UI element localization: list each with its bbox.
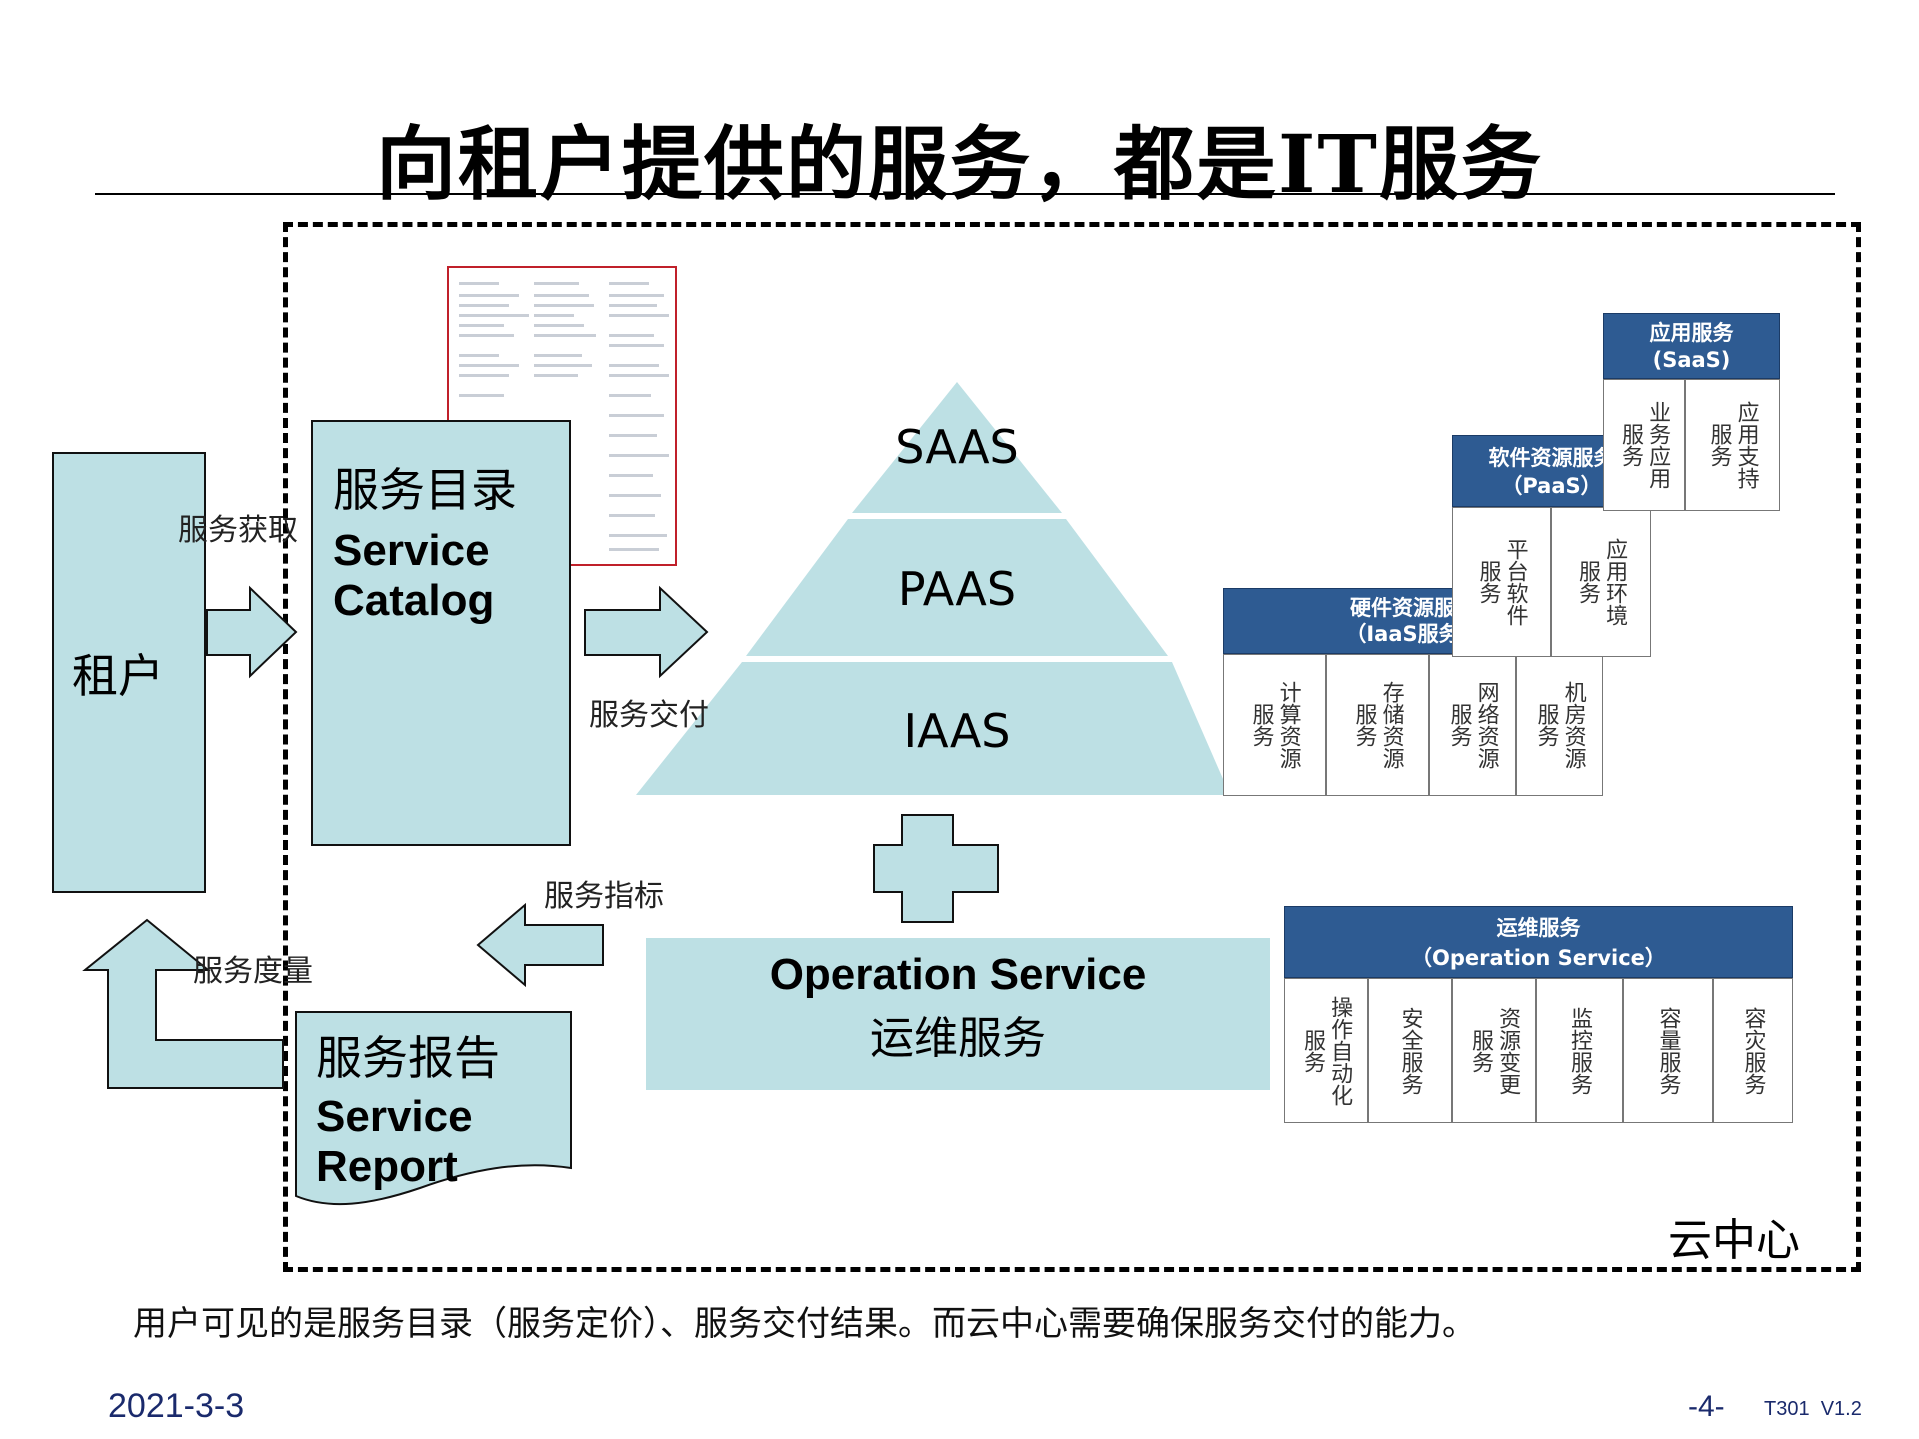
iaas-cell-network: 服务 网络资源 bbox=[1429, 654, 1516, 796]
ops-cell-security: 安全服务 bbox=[1368, 978, 1452, 1123]
ops-stack: 运维服务 （Operation Service） 服务 操作自动化 安全服务 服… bbox=[1284, 906, 1793, 1123]
report-title-en-1: Service bbox=[316, 1092, 473, 1141]
footer-page-number: -4- bbox=[1688, 1390, 1725, 1423]
paas-cell-app-env: 服务 应用环境 bbox=[1551, 507, 1651, 657]
delivery-arrow bbox=[584, 585, 709, 679]
cloud-center-label: 云中心 bbox=[1668, 1215, 1800, 1266]
ops-cell-resource-change: 服务 资源变更 bbox=[1452, 978, 1536, 1123]
catalog-title-en-2: Catalog bbox=[333, 576, 495, 625]
pyramid-tier-saas bbox=[852, 382, 1062, 513]
report-document-shape bbox=[295, 1011, 572, 1206]
iaas-cell-storage: 服务 存储资源 bbox=[1326, 654, 1429, 796]
plus-connector bbox=[873, 814, 999, 923]
footer-date: 2021-3-3 bbox=[108, 1387, 245, 1425]
cloud-center-boundary bbox=[283, 222, 1861, 1272]
slide-caption: 用户可见的是服务目录（服务定价）、服务交付结果。而云中心需要确保服务交付的能力。 bbox=[133, 1304, 1476, 1344]
iaas-cell-compute: 服务 计算资源 bbox=[1223, 654, 1326, 796]
operation-title-zh: 运维服务 bbox=[870, 1013, 1046, 1064]
pyramid-tier-paas bbox=[746, 519, 1168, 656]
iaas-cell-datacenter: 服务 机房资源 bbox=[1516, 654, 1603, 796]
operation-title-en: Operation Service bbox=[769, 950, 1147, 999]
catalog-title-en-1: Service bbox=[333, 526, 490, 575]
page-title: 向租户提供的服务，都是IT服务 bbox=[376, 117, 1543, 211]
saas-header-line2: (SaaS) bbox=[1652, 348, 1731, 372]
ops-cell-capacity: 容量服务 bbox=[1623, 978, 1713, 1123]
service-catalog-box: 服务目录 Service Catalog bbox=[311, 420, 571, 846]
title-divider bbox=[95, 193, 1835, 195]
saas-cell-business-app: 服务 业务应用 bbox=[1603, 379, 1685, 511]
paas-cells: 服务 平台软件 服务 应用环境 bbox=[1452, 507, 1651, 657]
paas-header-line2: （PaaS） bbox=[1501, 474, 1602, 498]
ops-header-line2: （Operation Service） bbox=[1411, 946, 1666, 970]
ops-header-line1: 运维服务 bbox=[1496, 916, 1581, 940]
ops-cell-monitoring: 监控服务 bbox=[1536, 978, 1623, 1123]
pyramid-tier-iaas bbox=[636, 662, 1230, 795]
ops-stack-header: 运维服务 （Operation Service） bbox=[1284, 906, 1793, 978]
catalog-title-zh: 服务目录 bbox=[333, 463, 517, 517]
footer-version: T301 V1.2 bbox=[1764, 1398, 1862, 1420]
saas-cell-app-support: 服务 应用支持 bbox=[1685, 379, 1780, 511]
metrics-arrow bbox=[476, 902, 604, 988]
saas-stack-header: 应用服务 (SaaS) bbox=[1603, 313, 1780, 379]
pyramid-label-paas: PAAS bbox=[897, 562, 1017, 616]
report-title-en-2: Report bbox=[316, 1142, 458, 1191]
tenant-box bbox=[52, 452, 206, 893]
paas-header-line1: 软件资源服务 bbox=[1488, 446, 1615, 470]
saas-stack: 应用服务 (SaaS) 服务 业务应用 服务 应用支持 bbox=[1603, 313, 1780, 511]
measure-arrow bbox=[82, 918, 284, 1089]
acquire-arrow bbox=[206, 585, 298, 679]
operation-service-box: Operation Service 运维服务 bbox=[646, 938, 1270, 1090]
service-metrics-label: 服务指标 bbox=[544, 879, 664, 914]
saas-cells: 服务 业务应用 服务 应用支持 bbox=[1603, 379, 1780, 511]
service-delivery-label: 服务交付 bbox=[589, 698, 709, 733]
service-acquire-label: 服务获取 bbox=[178, 513, 298, 548]
pyramid-label-saas: SAAS bbox=[895, 420, 1019, 474]
report-title-zh: 服务报告 bbox=[316, 1031, 500, 1085]
service-measure-label: 服务度量 bbox=[193, 954, 313, 989]
service-report-box: 服务报告 Service Report bbox=[316, 1022, 566, 1192]
paas-cell-platform: 服务 平台软件 bbox=[1452, 507, 1551, 657]
pyramid-label-iaas: IAAS bbox=[903, 704, 1011, 758]
ops-cells: 服务 操作自动化 安全服务 服务 资源变更 监控服务 容量服务 容灾服务 bbox=[1284, 978, 1793, 1123]
ops-cell-automation: 服务 操作自动化 bbox=[1284, 978, 1368, 1123]
iaas-cells: 服务 计算资源 服务 存储资源 服务 网络资源 服务 机房资源 bbox=[1223, 654, 1603, 796]
ops-cell-disaster-recovery: 容灾服务 bbox=[1713, 978, 1793, 1123]
tenant-label: 租户 bbox=[72, 649, 164, 703]
saas-header-line1: 应用服务 bbox=[1649, 321, 1734, 345]
